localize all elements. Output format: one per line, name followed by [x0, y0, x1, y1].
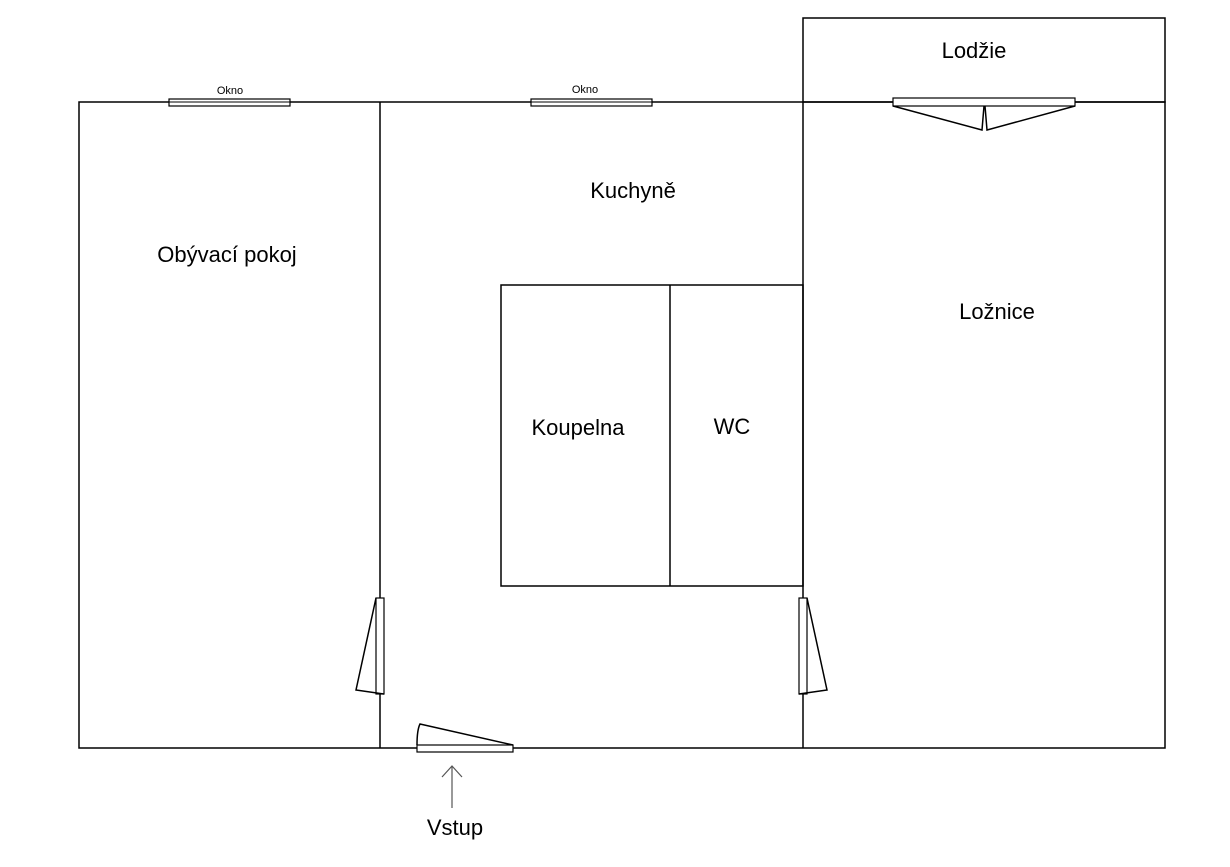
door-loggia — [892, 97, 1076, 131]
door-living — [355, 597, 385, 695]
room-label-kitchen: Kuchyně — [590, 178, 676, 203]
bathroom-block — [500, 284, 804, 587]
window-kitchen: Okno — [530, 84, 653, 107]
window-living: Okno — [168, 85, 291, 107]
room-label-living: Obývací pokoj — [157, 242, 296, 267]
door-entrance — [416, 723, 514, 753]
entrance-arrow-icon — [441, 765, 463, 808]
door-bedroom — [798, 597, 828, 695]
window-label: Okno — [572, 84, 598, 96]
room-label-wc: WC — [714, 414, 751, 439]
room-label-bedroom: Ložnice — [959, 299, 1035, 324]
room-label-bathroom: Koupelna — [532, 415, 626, 440]
room-label-loggia: Lodžie — [942, 38, 1007, 63]
window-label: Okno — [217, 85, 243, 97]
entrance-label: Vstup — [427, 815, 483, 840]
